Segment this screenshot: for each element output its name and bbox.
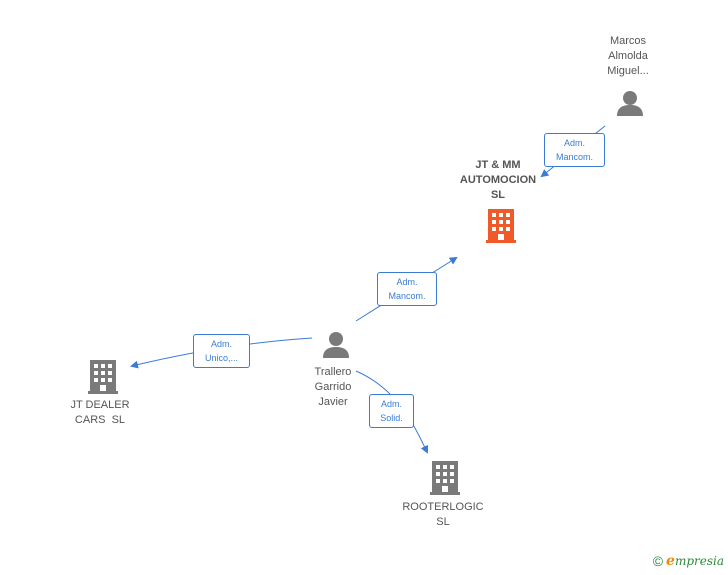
label-line: Marcos: [609, 35, 647, 47]
edge-label-line: Adm.: [380, 399, 402, 409]
edge-label-marcos-jtmm[interactable]: Adm. Mancom.: [544, 133, 605, 167]
node-label-marcos[interactable]: Marcos Almolda Miguel...: [595, 34, 661, 79]
label-line: Javier: [318, 396, 348, 408]
label-line: JT DEALER: [70, 399, 130, 411]
label-line: JT & MM: [475, 159, 521, 171]
label-line: Almolda: [608, 50, 648, 62]
building-icon[interactable]: [88, 360, 118, 394]
label-line: SL: [490, 189, 506, 201]
label-line: AUTOMOCION: [459, 174, 537, 186]
brand-initial: e: [666, 553, 675, 569]
node-label-jt-dealer[interactable]: JT DEALER CARS SL: [55, 398, 145, 428]
label-line: Trallero: [314, 366, 352, 378]
node-label-rooterlogic[interactable]: ROOTERLOGIC SL: [393, 500, 493, 530]
person-icon[interactable]: [323, 332, 349, 358]
edge-label-line: Adm.: [563, 138, 585, 148]
edge-label-trallero-dealer[interactable]: Adm. Unico,...: [193, 334, 250, 368]
edge-label-line: Adm.: [210, 339, 232, 349]
person-icon[interactable]: [617, 91, 643, 116]
node-label-jt-mm-automocion[interactable]: JT & MM AUTOMOCION SL: [448, 158, 548, 203]
edge-label-line: Mancom.: [555, 152, 593, 162]
edge-label-trallero-rooter[interactable]: Adm. Solid.: [369, 394, 414, 428]
edge-label-line: Solid.: [380, 413, 403, 423]
label-line: CARS SL: [74, 414, 126, 426]
building-icon[interactable]: [486, 209, 516, 243]
edge-label-line: Adm.: [396, 277, 418, 287]
edge-label-line: Mancom.: [388, 291, 426, 301]
label-line: Garrido: [314, 381, 352, 393]
edge-label-trallero-jtmm[interactable]: Adm. Mancom.: [377, 272, 437, 306]
building-icon[interactable]: [430, 461, 460, 495]
edge-label-line: Unico,...: [204, 353, 238, 363]
label-line: ROOTERLOGIC: [402, 501, 484, 513]
label-line: SL: [436, 516, 450, 528]
brand-name: mpresia: [674, 554, 724, 568]
copyright-icon: ©: [652, 553, 664, 569]
brand-logo: © empresia: [653, 553, 724, 569]
node-label-trallero[interactable]: Trallero Garrido Javier: [300, 365, 366, 410]
label-line: Miguel...: [607, 65, 649, 77]
